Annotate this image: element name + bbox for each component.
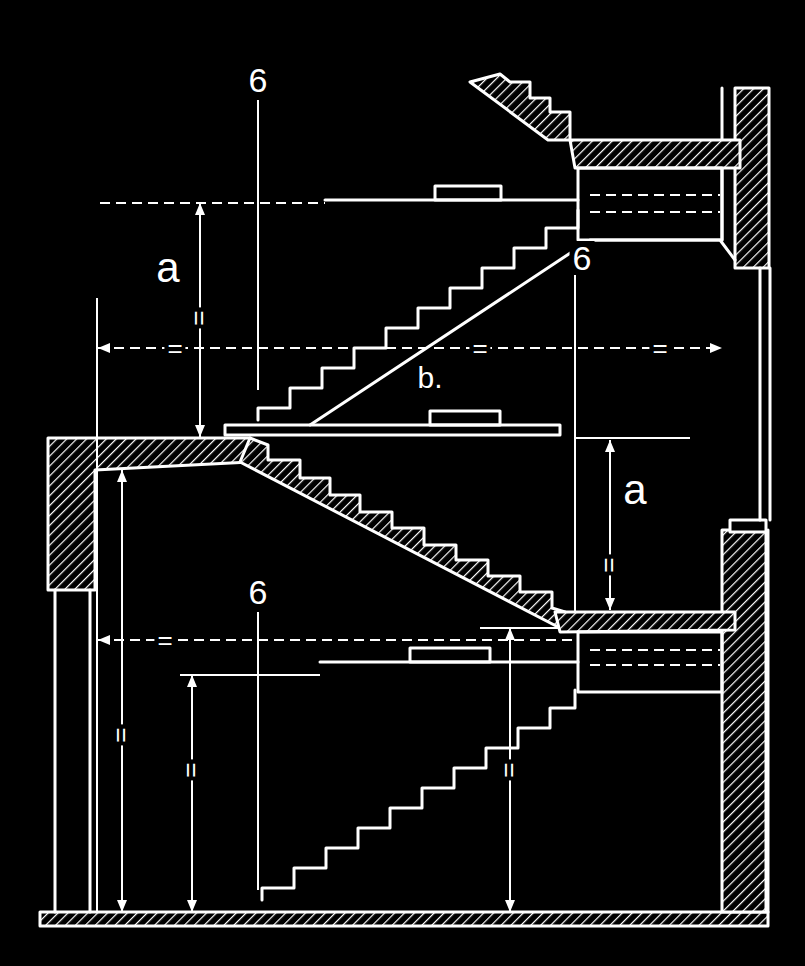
equal-sign: = <box>179 759 205 780</box>
equal-sign: = <box>154 627 175 653</box>
axis-mark: 6 <box>570 241 595 275</box>
equal-sign: = <box>597 554 623 575</box>
axis-mark: 6 <box>246 575 271 609</box>
equal-sign: = <box>187 307 213 328</box>
axis-mark: 6 <box>246 63 271 97</box>
dimension-letter: a <box>620 469 649 511</box>
dimension-letter: b. <box>414 363 445 393</box>
equal-sign: = <box>469 335 490 361</box>
equal-sign: = <box>497 759 523 780</box>
equal-sign: = <box>164 335 185 361</box>
equal-sign: = <box>109 724 135 745</box>
equal-sign: = <box>649 335 670 361</box>
dimension-letter: a <box>153 247 182 289</box>
